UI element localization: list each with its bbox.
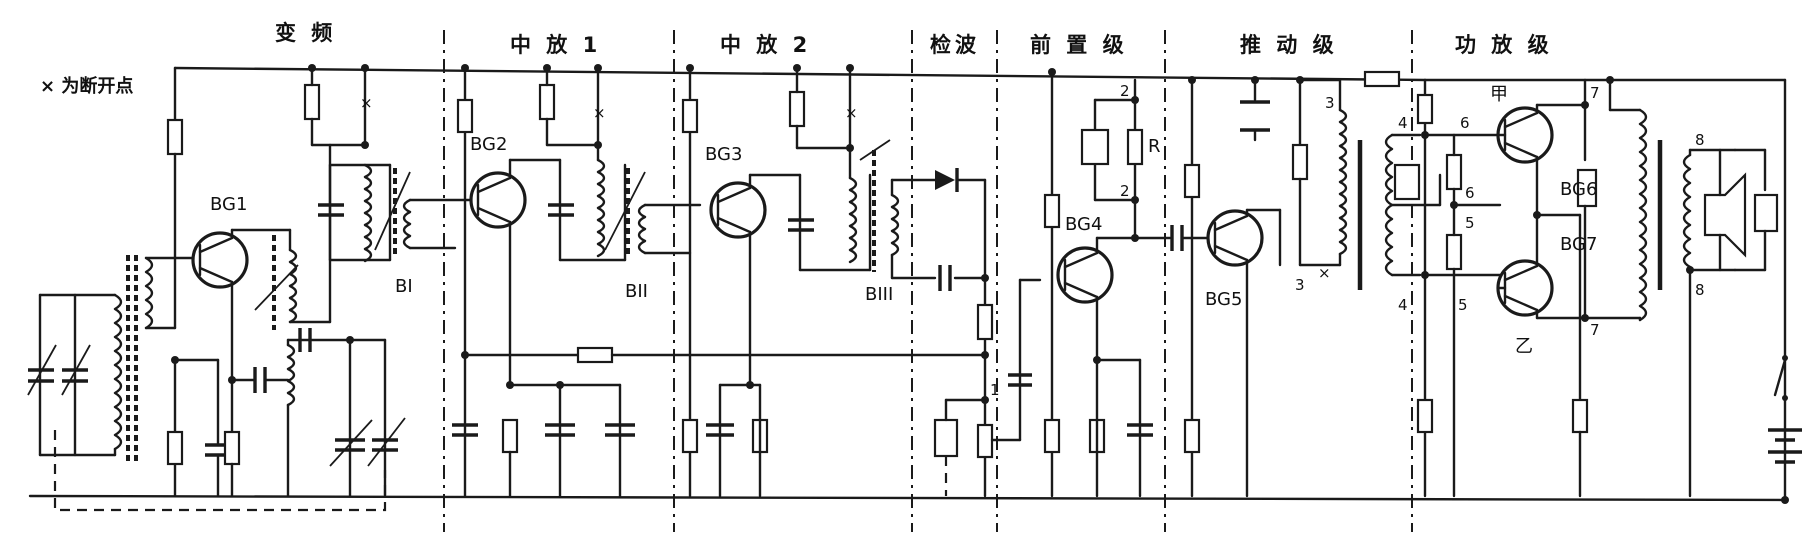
stage-label-if2: 中 放 2	[720, 33, 811, 57]
node-6-bottom: 6	[1465, 184, 1475, 202]
break-mark-1: ×	[360, 94, 373, 112]
junction-dots	[171, 64, 1789, 504]
stage-label-power-amp: 功 放 级	[1455, 33, 1553, 57]
node-8-top: 8	[1695, 131, 1705, 149]
node-2-bottom: 2	[1120, 182, 1130, 200]
preamp-stage	[1043, 70, 1212, 498]
node-3-bottom: 3	[1295, 276, 1305, 294]
label-bg1: BG1	[210, 194, 247, 215]
node-4-bottom: 4	[1398, 296, 1408, 314]
label-bg7: BG7	[1560, 234, 1597, 255]
stage-dividers	[443, 30, 1413, 532]
stage-label-driver: 推 动 级	[1240, 33, 1338, 57]
label-r: R	[1148, 136, 1161, 157]
stage-label-if1: 中 放 1	[510, 33, 601, 57]
stage-label-preamp: 前 置 级	[1030, 33, 1128, 57]
break-mark-3: ×	[845, 104, 858, 122]
node-5-bottom: 5	[1458, 296, 1468, 314]
if2-stage	[681, 66, 891, 498]
power-amp-stage	[1416, 78, 1802, 498]
stage-label-detector: 检波	[930, 33, 980, 57]
node-1: 1	[990, 381, 1000, 399]
break-mark-4: ×	[1318, 264, 1331, 282]
label-bg2: BG2	[470, 134, 507, 155]
label-bg5: BG5	[1205, 289, 1242, 310]
node-7-bottom: 7	[1590, 321, 1600, 339]
break-mark-2: ×	[593, 104, 606, 122]
node-6-top: 6	[1460, 114, 1470, 132]
node-5-top: 5	[1465, 214, 1475, 232]
label-jia: 甲	[1490, 84, 1508, 105]
detector-stage	[890, 168, 1042, 498]
node-2-top: 2	[1120, 82, 1130, 100]
label-b3: BIII	[865, 284, 893, 305]
label-b1: BI	[395, 276, 413, 297]
label-b2: BII	[625, 281, 648, 302]
stage-label-mixer: 变 频	[275, 21, 336, 45]
mixer-stage	[27, 66, 472, 512]
rail-resistor	[1363, 70, 1401, 88]
node-8-bottom: 8	[1695, 281, 1705, 299]
label-bg6: BG6	[1560, 179, 1597, 200]
label-yi: 乙	[1515, 336, 1533, 357]
label-bg3: BG3	[705, 144, 742, 165]
label-bg4: BG4	[1065, 214, 1102, 235]
supply-rail	[173, 66, 1787, 122]
driver-stage	[1183, 78, 1442, 498]
if1-stage	[452, 66, 987, 498]
node-7-top: 7	[1590, 84, 1600, 102]
node-4-top: 4	[1398, 114, 1408, 132]
node-3-top: 3	[1325, 94, 1335, 112]
break-point-note: × 为断开点	[40, 75, 133, 97]
